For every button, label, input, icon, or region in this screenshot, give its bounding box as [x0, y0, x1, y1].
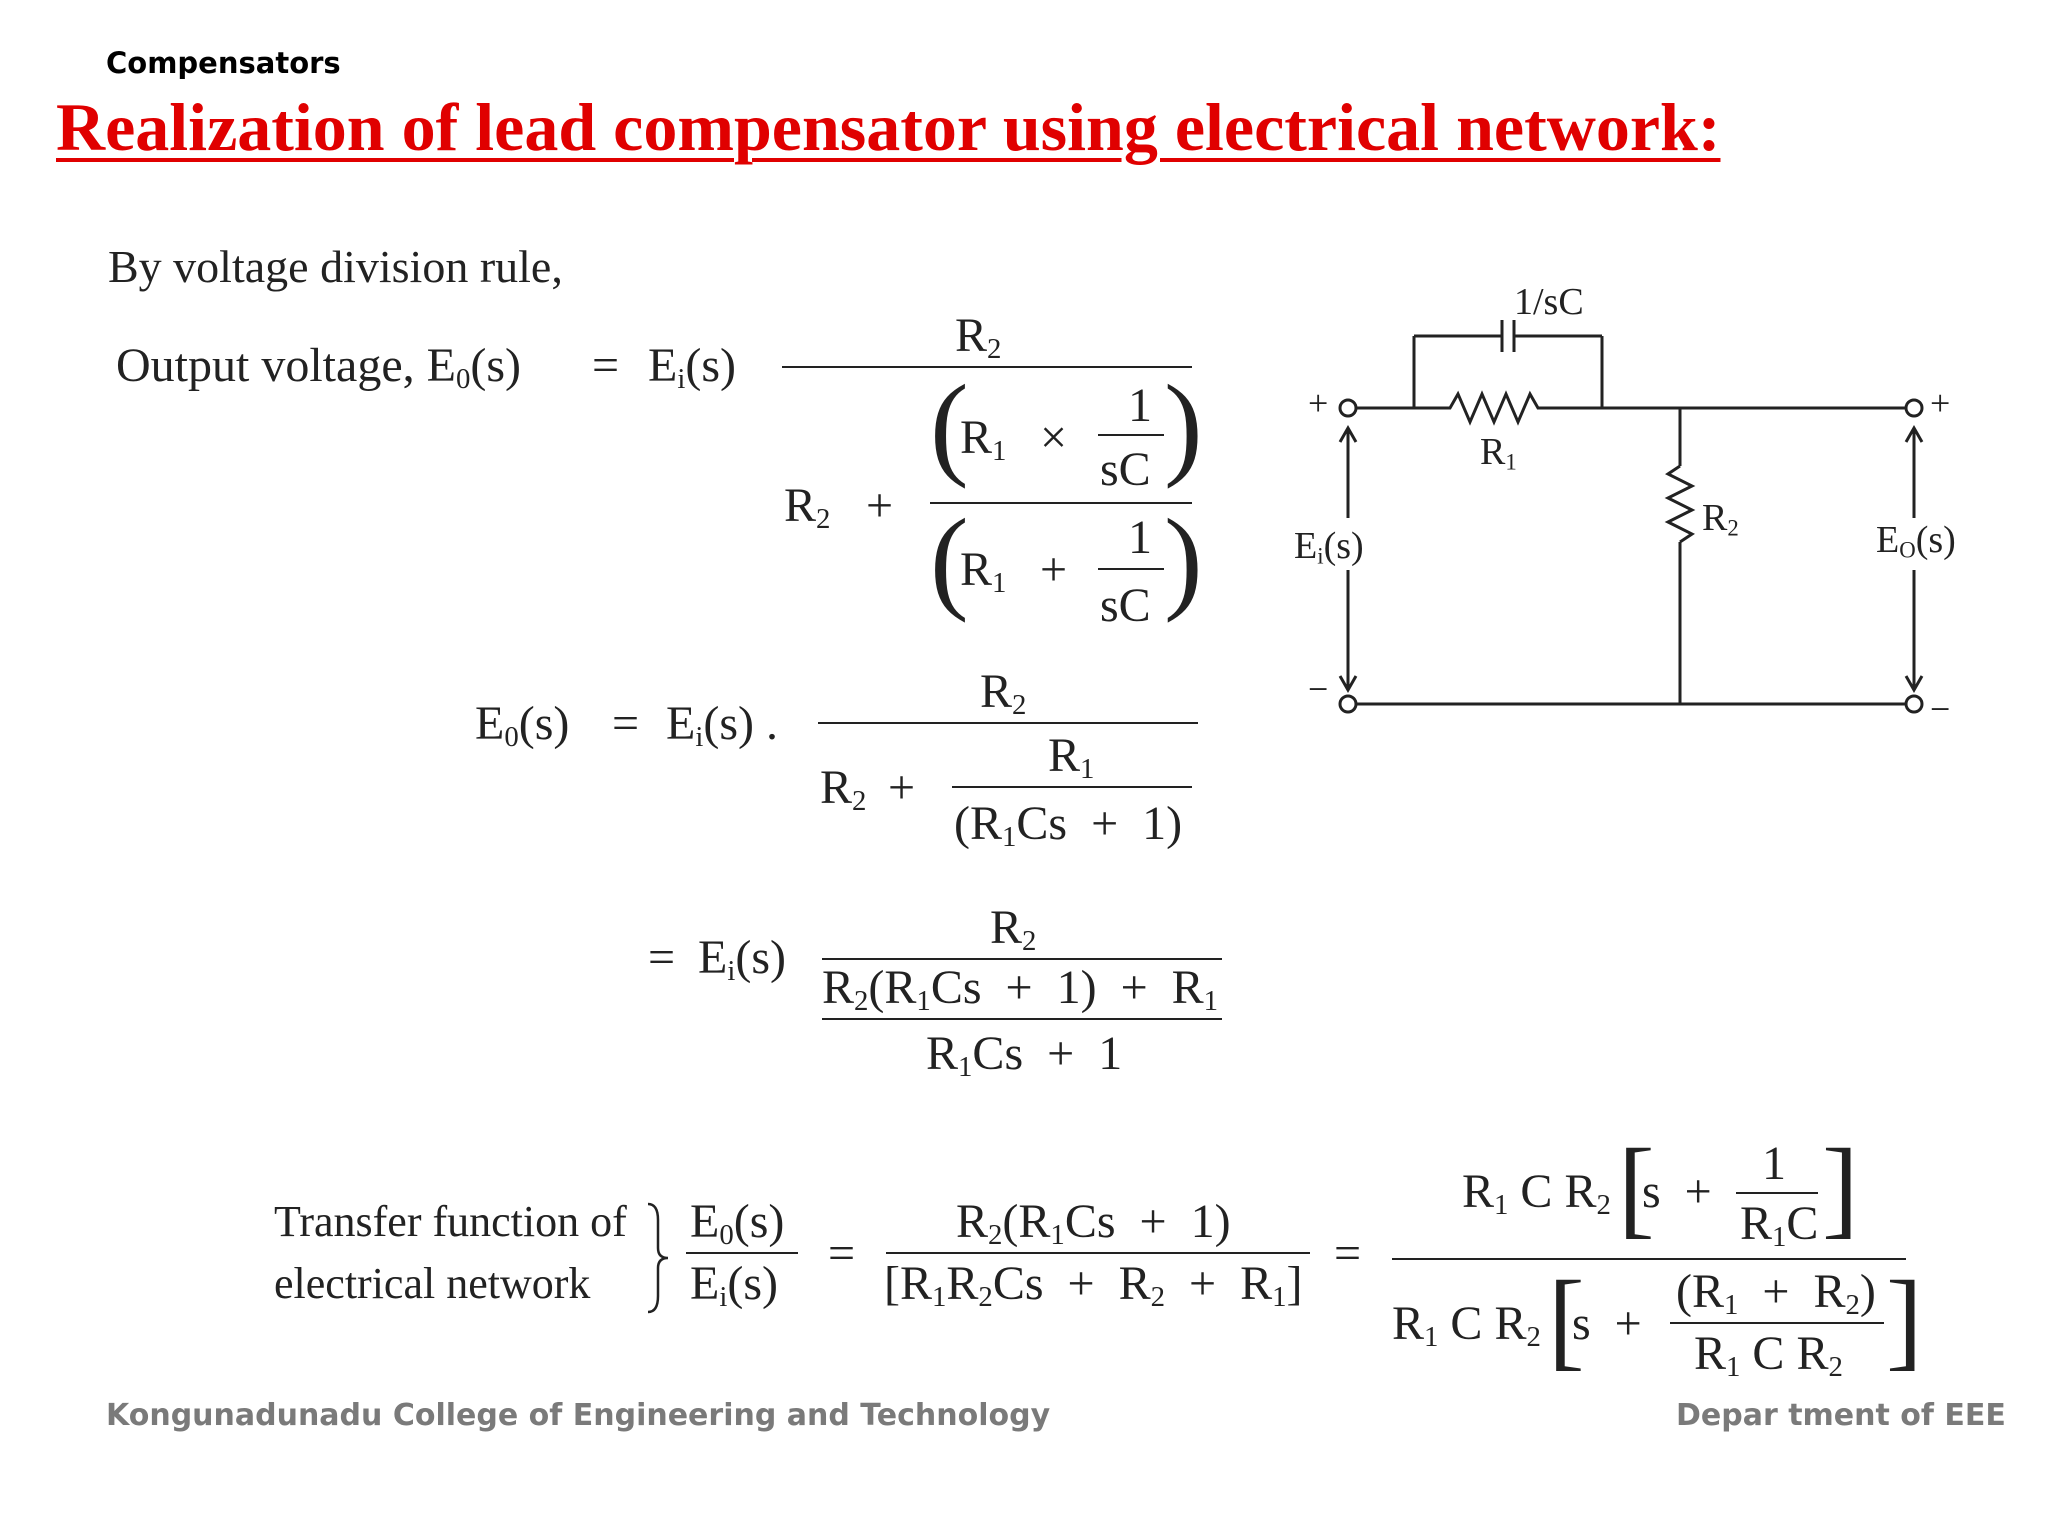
eq1-plus: + — [866, 479, 894, 532]
eq1-inner-top-fbar — [1098, 434, 1164, 436]
tf-right-num-fden: R1C — [1740, 1197, 1819, 1254]
eq1-paren-close-top: ) — [1164, 362, 1203, 490]
input-voltage-label: Ei(s) — [1294, 525, 1364, 569]
eq1-inner-bot-fnum: 1 — [1128, 511, 1152, 564]
eq1-inner-bot-fbar — [1098, 568, 1164, 570]
lead-network-circuit: 1/sC R1 R2 Ei(s) EO(s) + + − − — [1290, 270, 1990, 730]
eq1-rhs: Ei(s) — [648, 339, 736, 396]
tf-label-line2: electrical network — [274, 1259, 591, 1308]
r2-label: R2 — [1702, 497, 1739, 541]
eq1-paren-open-top: ( — [930, 362, 969, 490]
eq2-den-lead: R2 — [820, 761, 867, 818]
tf-lhs-num: E0(s) — [690, 1195, 785, 1252]
tf-label-brace — [647, 1202, 669, 1314]
eq3-fraction-bar — [822, 958, 1222, 960]
eq3-equals: = — [648, 931, 676, 984]
r1-label: R1 — [1480, 431, 1517, 475]
tf-right-num-bracket-open: [ — [1618, 1126, 1655, 1248]
eq1-inner-top-fnum: 1 — [1128, 379, 1152, 432]
tf-right-num-fbar — [1736, 1192, 1818, 1194]
input-plus-sign: + — [1308, 383, 1329, 423]
eq1-lhs: Output voltage, E0(s) — [116, 339, 521, 396]
eq2-inner-num: R1 — [1048, 729, 1095, 786]
eq1-numerator: R2 — [955, 309, 1002, 366]
tf-right-den-coef: R1 C R2 — [1392, 1297, 1541, 1354]
tf-right-den-fden: R1 C R2 — [1694, 1327, 1843, 1384]
eq1-inner-plus: + — [1040, 543, 1068, 596]
eq2-plus: + — [888, 761, 916, 814]
tf-right-den-bracket-open: [ — [1548, 1258, 1585, 1380]
eq2-numerator: R2 — [980, 665, 1027, 722]
input-minus-sign: − — [1308, 669, 1329, 709]
eq1-den-lead: R2 — [784, 479, 831, 536]
eq1-equals: = — [592, 339, 620, 392]
eq3-inner-bar — [822, 1018, 1222, 1020]
eq1-inner-top-fden: sC — [1100, 443, 1151, 496]
tf-right-den-s: s + — [1572, 1297, 1642, 1350]
eq2-inner-den: (R1Cs + 1) — [954, 797, 1183, 854]
circuit-wires — [1338, 320, 1924, 714]
tf-mid-num: R2(R1Cs + 1) — [956, 1195, 1231, 1252]
tf-right-bar — [1392, 1258, 1906, 1260]
tf-right-den-fnum: (R1 + R2) — [1676, 1265, 1876, 1322]
tf-lhs-den: Ei(s) — [690, 1257, 778, 1314]
tf-mid-bar — [886, 1252, 1310, 1254]
output-terminal-top — [1904, 398, 1924, 418]
tf-right-den-fbar — [1670, 1322, 1884, 1324]
output-terminal-bottom — [1904, 694, 1924, 714]
eq2-inner-bar — [952, 786, 1192, 788]
tf-equals-1: = — [828, 1227, 856, 1280]
tf-right-num-coef: R1 C R2 — [1462, 1165, 1611, 1222]
tf-right-num-s: s + — [1642, 1165, 1712, 1218]
eq2-lhs: E0(s) — [475, 697, 570, 754]
output-voltage-label: EO(s) — [1876, 519, 1956, 563]
eq1-inner-bot-r1: R1 — [960, 543, 1007, 600]
eq2-fraction-bar — [818, 722, 1198, 724]
input-terminal-top — [1338, 398, 1358, 418]
eq1-inner-bot-fden: sC — [1100, 579, 1151, 632]
eq3-numerator: R2 — [990, 901, 1037, 958]
section-label: Compensators — [106, 46, 341, 80]
input-terminal-bottom — [1338, 694, 1358, 714]
eq3-den-line1: R2(R1Cs + 1) + R1 — [822, 961, 1219, 1018]
footer-college: Kongunadunadu College of Engineering and… — [106, 1398, 1051, 1433]
capacitor-label: 1/sC — [1514, 281, 1584, 323]
intro-text: By voltage division rule, — [108, 241, 563, 292]
eq1-inner-main-bar — [930, 502, 1192, 504]
output-plus-sign: + — [1930, 383, 1951, 423]
eq1-inner-top-r1: R1 — [960, 411, 1007, 468]
output-minus-sign: − — [1930, 689, 1951, 729]
eq3-den-line2: R1Cs + 1 — [926, 1027, 1123, 1084]
eq1-times: × — [1040, 411, 1068, 464]
tf-right-num-fnum: 1 — [1762, 1137, 1786, 1190]
eq1-paren-open-bot: ( — [930, 496, 969, 624]
tf-right-num-bracket-close: ] — [1822, 1126, 1859, 1248]
eq2-equals: = — [612, 697, 640, 750]
tf-mid-den: [R1R2Cs + R2 + R1] — [884, 1257, 1303, 1314]
tf-label-line1: Transfer function of — [274, 1197, 627, 1246]
eq3-rhs: Ei(s) — [698, 931, 786, 988]
eq2-rhs: Ei(s) . — [666, 697, 778, 754]
footer-department: Depar tment of EEE — [1676, 1398, 2006, 1433]
eq1-fraction-bar — [782, 366, 1192, 368]
tf-lhs-bar — [686, 1252, 798, 1254]
page-title: Realization of lead compensator using el… — [56, 89, 1721, 165]
tf-equals-2: = — [1334, 1227, 1362, 1280]
eq1-paren-close-bot: ) — [1164, 496, 1203, 624]
tf-right-den-bracket-close: ] — [1886, 1258, 1923, 1380]
